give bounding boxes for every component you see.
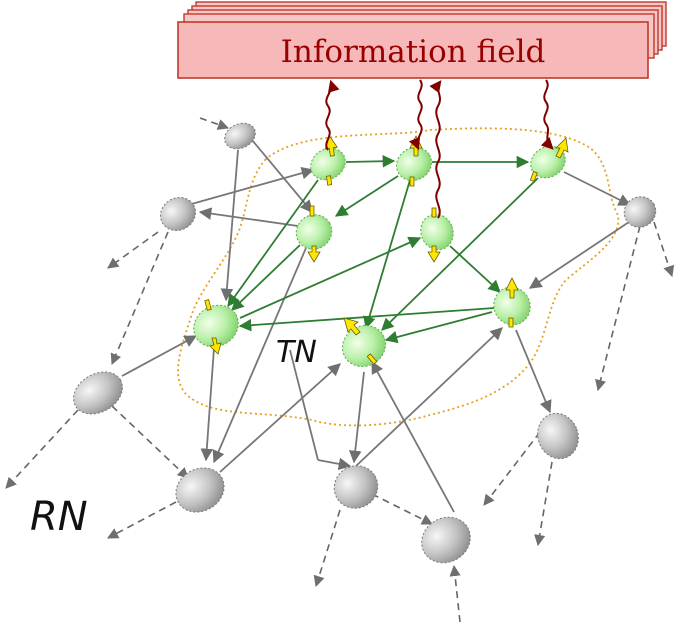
rn-dashed-edge bbox=[107, 501, 177, 539]
tn-node bbox=[310, 147, 346, 181]
rn-node bbox=[421, 516, 471, 564]
rn-edge bbox=[220, 149, 239, 302]
spin-down-arrow bbox=[209, 337, 222, 355]
rn-edge bbox=[317, 457, 352, 471]
rn-edge bbox=[251, 139, 313, 213]
wavy-coupling bbox=[325, 79, 340, 151]
spin-tail bbox=[309, 205, 315, 217]
tn-edge bbox=[238, 307, 495, 332]
spin-up-arrow bbox=[555, 137, 569, 159]
rn-dashed-edge bbox=[653, 221, 675, 278]
rn-edge bbox=[200, 347, 215, 462]
rn-edge bbox=[515, 329, 552, 414]
tn-edges bbox=[227, 154, 539, 344]
rn-node bbox=[224, 122, 256, 150]
information-field: Information field bbox=[177, 1, 667, 79]
rn-edges bbox=[121, 139, 633, 513]
rn-edge bbox=[219, 363, 341, 473]
rn-node bbox=[333, 465, 379, 509]
rn-edge bbox=[187, 166, 315, 206]
rn-edge bbox=[563, 171, 632, 206]
tn-node bbox=[295, 214, 333, 250]
rn-dashed-edge bbox=[199, 117, 230, 130]
wavy-coupling bbox=[429, 80, 442, 219]
spin-tail bbox=[529, 171, 538, 182]
rn-edge bbox=[528, 219, 633, 289]
rn-nodes bbox=[73, 122, 657, 564]
rn-dashed-edge bbox=[449, 564, 461, 623]
spin-down-arrow bbox=[307, 245, 321, 263]
rn-label: RN bbox=[30, 494, 88, 540]
spin-tail bbox=[326, 175, 333, 186]
spin-tail bbox=[409, 176, 415, 187]
spin-arrows bbox=[204, 135, 569, 365]
wavy-coupling bbox=[540, 79, 554, 150]
spin-tail bbox=[366, 353, 378, 365]
spin-down-arrow bbox=[427, 245, 441, 263]
rn-node bbox=[623, 196, 657, 228]
spin-up-arrow bbox=[324, 135, 338, 157]
rn-dashed-edge bbox=[111, 405, 189, 479]
rn-dashed-edge bbox=[313, 509, 341, 588]
rn-edge bbox=[355, 327, 503, 467]
tn-node bbox=[193, 304, 239, 348]
rn-node bbox=[537, 412, 579, 460]
rn-dashed-edges bbox=[5, 117, 675, 623]
spin-up-arrow bbox=[505, 277, 519, 299]
field-sheet-front bbox=[177, 21, 649, 79]
rn-edge bbox=[371, 360, 455, 513]
tn-edge bbox=[239, 236, 422, 319]
tn-node bbox=[341, 324, 387, 368]
rn-edge bbox=[212, 247, 307, 464]
rn-dashed-edge bbox=[534, 461, 553, 547]
rn-dashed-edge bbox=[595, 225, 641, 392]
field-couplings bbox=[325, 79, 554, 219]
tn-edge bbox=[363, 179, 411, 330]
tn-node bbox=[493, 286, 531, 326]
tn-node bbox=[395, 146, 433, 182]
rn-edge bbox=[121, 335, 198, 377]
rn-dashed-edge bbox=[483, 431, 541, 506]
rn-node bbox=[73, 371, 123, 415]
rn-dashed-edge bbox=[110, 231, 169, 366]
tn-edge bbox=[345, 154, 396, 168]
tn-edge bbox=[227, 179, 319, 308]
rn-dashed-edge bbox=[107, 231, 159, 269]
wavy-coupling bbox=[408, 79, 423, 151]
tn-label: TN bbox=[276, 335, 317, 370]
spin-tail bbox=[204, 299, 212, 311]
rn-edge bbox=[348, 371, 365, 464]
tn-edge bbox=[231, 244, 301, 311]
information-field-label: Information field bbox=[281, 34, 546, 70]
tn-nodes bbox=[193, 145, 566, 368]
tn-edge bbox=[334, 175, 399, 217]
tn-edge bbox=[384, 311, 493, 344]
rn-edge bbox=[289, 349, 319, 461]
rn-node bbox=[159, 196, 197, 232]
rn-dashed-edge bbox=[371, 493, 434, 525]
tn-edge bbox=[449, 245, 501, 293]
spin-up-arrow bbox=[343, 317, 361, 336]
tn-node bbox=[420, 213, 454, 251]
spin-tail bbox=[508, 317, 514, 328]
rn-edge bbox=[198, 207, 299, 227]
rn-dashed-edge bbox=[5, 409, 79, 489]
rn-node bbox=[175, 467, 225, 513]
spin-tail bbox=[431, 207, 437, 218]
